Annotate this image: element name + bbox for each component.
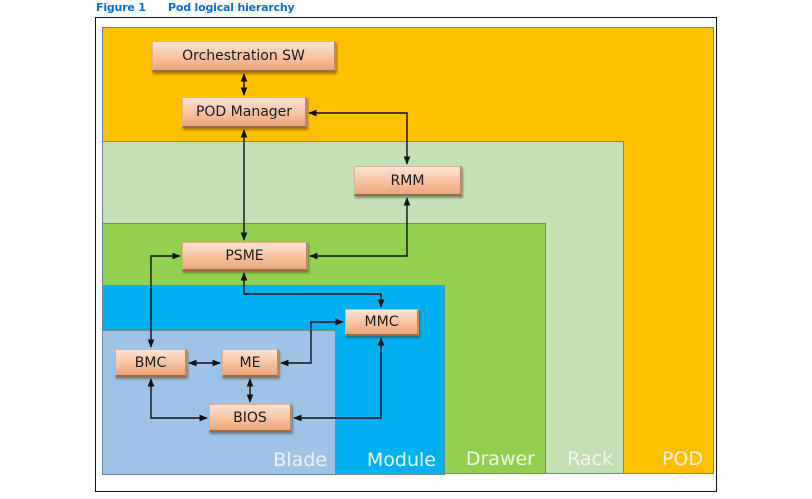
node-label: MMC bbox=[364, 314, 399, 330]
figure-title: Pod logical hierarchy bbox=[168, 1, 295, 14]
region-label-blade: Blade bbox=[273, 449, 327, 471]
node-label: PSME bbox=[225, 248, 264, 264]
node-label: POD Manager bbox=[195, 104, 293, 120]
node-label: ME bbox=[239, 354, 261, 371]
node-psme: PSME bbox=[182, 242, 308, 271]
node-bmc: BMC bbox=[115, 349, 187, 377]
node-mmc: MMC bbox=[345, 309, 419, 336]
figure-number: Figure 1 bbox=[96, 1, 146, 14]
node-label: Orchestration SW bbox=[182, 48, 305, 64]
node-label: BIOS bbox=[233, 409, 267, 426]
node-label: RMM bbox=[390, 172, 425, 189]
figure-frame bbox=[95, 17, 717, 492]
node-bios: BIOS bbox=[209, 404, 292, 432]
region-label-module: Module bbox=[366, 449, 436, 471]
node-rmm: RMM bbox=[354, 166, 462, 196]
node-label: BMC bbox=[134, 354, 167, 371]
region-label-drawer: Drawer bbox=[465, 448, 535, 470]
node-me: ME bbox=[222, 349, 279, 377]
node-orchestration-sw: Orchestration SW bbox=[152, 41, 336, 72]
region-label-pod: POD bbox=[661, 448, 703, 470]
region-label-rack: Rack bbox=[567, 448, 613, 470]
node-pod-manager: POD Manager bbox=[182, 97, 307, 128]
